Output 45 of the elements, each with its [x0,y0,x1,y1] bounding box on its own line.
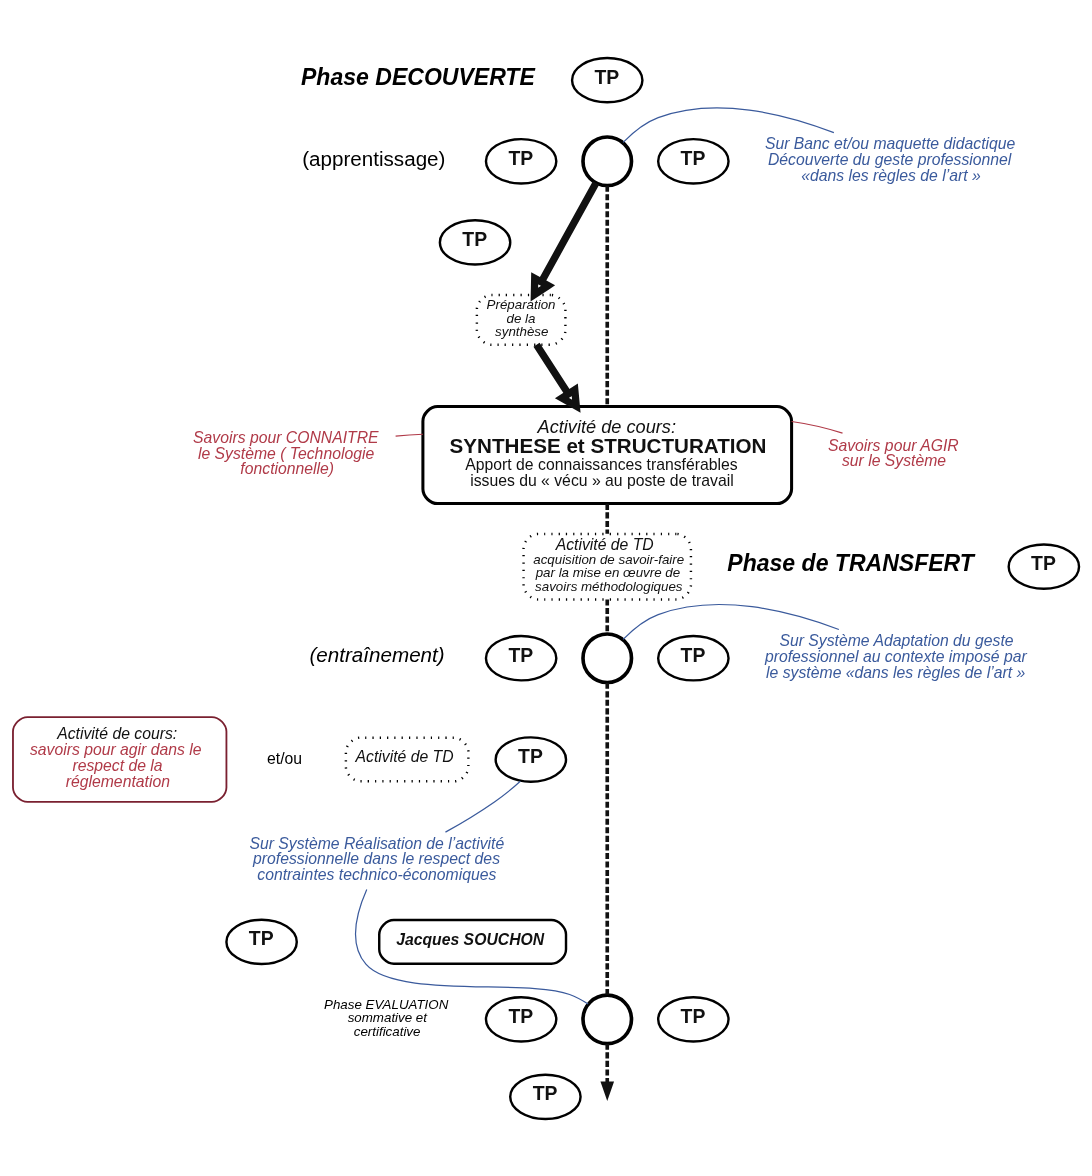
node-box: Activité de cours: savoirs pour agir dans le respect de la réglementation [12,715,228,803]
node-text: Savoirs pour AGIR sur le Système [827,436,959,469]
node-ellipse: TP [484,995,558,1043]
node-text: Sur Banc et/ou maquette didactique Découverte du geste professionnel «dans les règles de l’art » [764,134,1016,184]
connector [444,780,521,833]
label: (apprentissage) [302,146,446,170]
node-circle [581,134,634,187]
node-box: Préparation de la synthèse [475,293,567,346]
label: Phase EVALUATION sommative et certificative [324,996,449,1038]
node-text: Sur Système Adaptation du geste professionnel au contexte imposé par le système «dans les règles de l’art » [764,631,1027,681]
node-box: Activité de TD acquisition de savoir-faire par la mise en œuvre de savoirs méthodologiques [522,532,693,601]
node-box: Jacques SOUCHON [378,918,568,965]
arrow [533,342,581,413]
node-ellipse: TP [570,56,644,104]
connector [791,420,844,434]
node-ellipse: TP [494,735,568,783]
connector [395,433,424,437]
node-ellipse: TP [656,995,730,1043]
node-text: Savoirs pour CONNAITRE le Système ( Technologie fonctionnelle) [193,428,379,477]
node-ellipse: TP [484,137,558,185]
connector [622,106,835,143]
node-ellipse: TP [438,218,512,266]
connector [605,599,610,634]
label: (entraînement) [309,642,445,666]
node-ellipse: TP [656,137,730,185]
node-ellipse: TP [484,634,558,682]
node-text: Sur Système Réalisation de l’activité professionnelle dans le respect des contraintes technico-économiques [249,834,505,883]
arrow [600,1043,615,1101]
connector [605,682,610,995]
connector [605,185,610,406]
node-ellipse: TP [225,918,298,965]
node-ellipse: TP [509,1073,582,1120]
node-box: Activité de TD [344,735,470,783]
node-ellipse: TP [1007,542,1081,590]
node-circle [581,631,634,684]
connector [622,603,840,640]
node-circle [581,992,634,1045]
connector [605,503,610,534]
connector [355,888,589,1005]
arrow [530,180,600,301]
node-ellipse: TP [656,634,730,682]
label: Phase de TRANSFERT [727,549,974,576]
label: et/ou [267,749,303,767]
label: Phase DECOUVERTE [301,63,535,90]
node-box: Activité de cours: SYNTHESE et STRUCTURATION Apport de connaissances transférables issues du « vécu » au poste de travail [421,404,794,505]
